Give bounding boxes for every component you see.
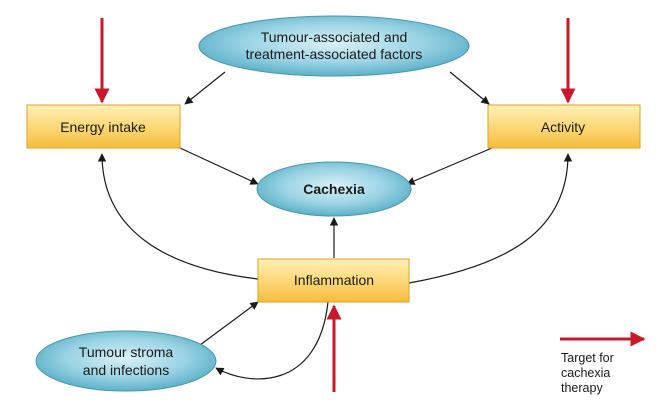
arrow-factors-to-energy	[184, 71, 226, 105]
cachexia-label: Cachexia	[303, 181, 365, 197]
legend: Target for cachexia therapy	[561, 351, 614, 395]
connector-arrows	[97, 71, 573, 380]
arrow-inflammation-to-activity	[408, 153, 573, 284]
activity-node: Activity	[487, 104, 641, 149]
activity-label: Activity	[541, 119, 585, 135]
tumour-stroma-node: Tumour stroma and infections	[35, 330, 217, 392]
cachexia-node: Cachexia	[256, 161, 412, 217]
arrow-activity-to-cachexia	[406, 147, 493, 185]
energy-intake-node: Energy intake	[26, 104, 181, 149]
legend-line1: Target for	[561, 351, 614, 365]
tumour-factors-node: Tumour-associated and treatment-associat…	[198, 15, 470, 77]
arrow-factors-to-activity	[449, 71, 490, 105]
inflammation-label: Inflammation	[294, 272, 374, 288]
tumour-stroma-line1: Tumour stroma	[79, 344, 174, 360]
tumour-stroma-line2: and infections	[83, 362, 169, 378]
arrow-energy-to-cachexia	[179, 147, 259, 185]
legend-line2: cachexia	[561, 366, 610, 380]
arrow-stroma-to-inflammation	[199, 301, 259, 346]
arrow-inflammation-to-energy	[97, 153, 259, 280]
target-arrows	[94, 18, 646, 392]
arrow-inflammation-to-stroma	[215, 301, 329, 380]
inflammation-node: Inflammation	[257, 258, 410, 303]
legend-line3: therapy	[561, 381, 603, 395]
energy-intake-label: Energy intake	[60, 119, 146, 135]
tumour-factors-line1: Tumour-associated and	[261, 29, 408, 45]
tumour-factors-line2: treatment-associated factors	[246, 46, 423, 62]
